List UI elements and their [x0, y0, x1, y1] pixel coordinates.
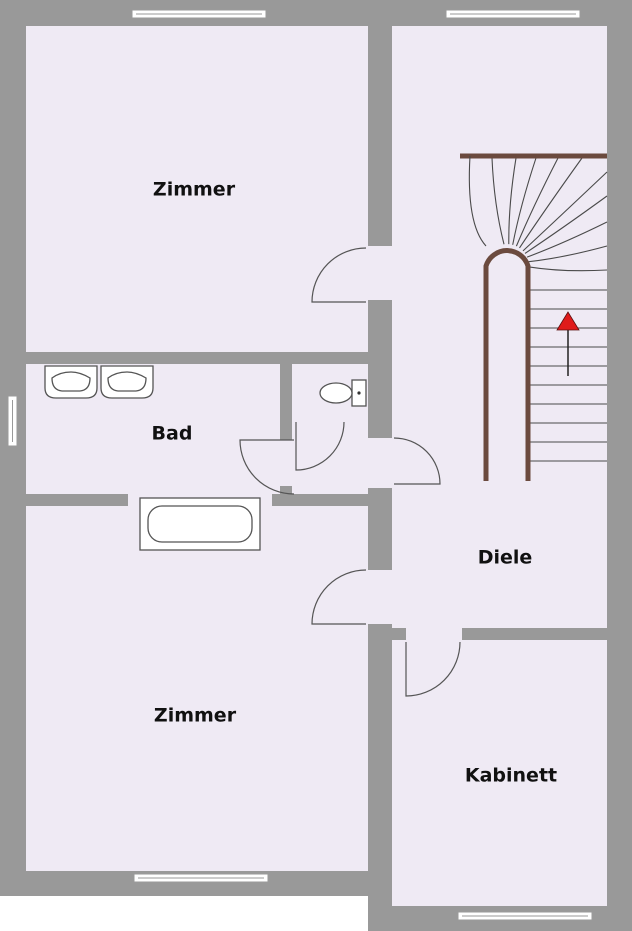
door-bad	[239, 439, 295, 495]
door-wc	[295, 421, 345, 471]
up-arrow-icon	[556, 311, 580, 376]
stair-winder	[491, 157, 505, 245]
stair-winder	[508, 157, 517, 245]
stair-curve	[468, 155, 487, 247]
stair-winder	[524, 195, 608, 254]
opening-wc	[366, 438, 394, 488]
stair-winder	[528, 245, 608, 263]
staircase	[460, 153, 608, 481]
opening-bad	[278, 440, 294, 486]
opening-zimmer-top	[366, 246, 394, 300]
door-wc-corridor	[393, 437, 441, 485]
room-label-zimmer-top: Zimmer	[153, 179, 236, 201]
room-label-diele: Diele	[478, 547, 533, 569]
opening-kabinett	[406, 626, 462, 642]
stair-banister	[483, 248, 531, 481]
room-label-bad: Bad	[152, 423, 193, 445]
opening-zimmer-bottom	[366, 570, 394, 624]
wall-notch	[0, 896, 368, 931]
stair-winder	[522, 171, 608, 252]
bathtub-icon	[139, 497, 261, 551]
sink-icon	[44, 365, 98, 399]
door-zimmer-top	[311, 247, 367, 303]
room-label-zimmer-bottom: Zimmer	[154, 705, 237, 727]
stair-winder	[528, 266, 608, 272]
door-zimmer-bottom	[311, 569, 367, 625]
door-kabinett	[405, 641, 461, 697]
room-label-kabinett: Kabinett	[465, 765, 557, 787]
sink-icon	[100, 365, 154, 399]
floor-kabinett	[392, 640, 607, 906]
stair-winder	[519, 157, 583, 249]
toilet-icon	[319, 379, 367, 407]
floor-zimmer-top	[26, 26, 368, 352]
stair-winder	[512, 157, 537, 245]
floor-zimmer-bottom	[26, 506, 368, 871]
stair-winder	[526, 221, 608, 258]
stair-winder	[515, 157, 559, 247]
